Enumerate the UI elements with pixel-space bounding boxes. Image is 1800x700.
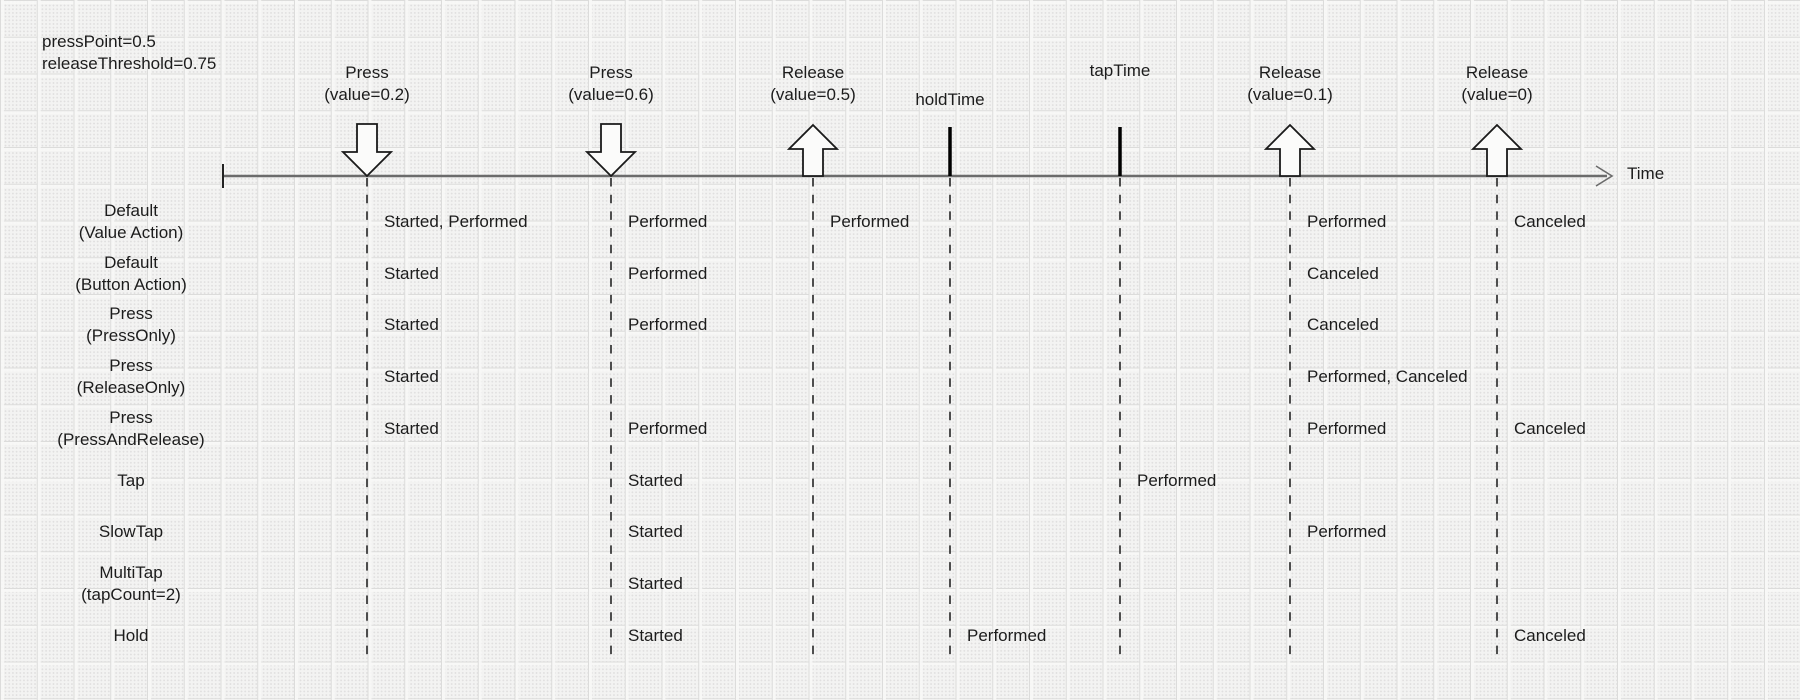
- state-cell-0-release1: Performed: [830, 212, 910, 231]
- state-cell-1-release2: Canceled: [1307, 264, 1379, 283]
- event-label-line: Press: [589, 63, 633, 82]
- state-cell-2-release2: Canceled: [1307, 315, 1379, 334]
- row-label-line: (Button Action): [75, 275, 187, 294]
- event-label-line: Release: [781, 63, 845, 82]
- state-cell-0-release2: Performed: [1307, 212, 1387, 231]
- state-cell-6-press2: Started: [628, 522, 683, 541]
- row-label-line: Press: [109, 408, 153, 427]
- state-cell-8-press2: Started: [628, 626, 683, 645]
- release-arrow-up-icon: [786, 123, 840, 177]
- event-label-line: Press: [345, 63, 389, 82]
- state-cell-4-release3: Canceled: [1514, 419, 1586, 438]
- state-cell-2-press1: Started: [384, 315, 439, 334]
- state-cell-4-release2: Performed: [1307, 419, 1387, 438]
- row-label-line: (ReleaseOnly): [76, 378, 186, 397]
- state-cell-1-press2: Performed: [628, 264, 708, 283]
- event-label-holdtime: holdTime: [830, 89, 1070, 111]
- event-label-line: (value=0.1): [1247, 85, 1333, 104]
- state-cell-0-press1: Started, Performed: [384, 212, 528, 231]
- state-cell-4-press1: Started: [384, 419, 439, 438]
- event-label-line: holdTime: [915, 90, 985, 109]
- state-cell-1-press1: Started: [384, 264, 439, 283]
- release-arrow-up-icon: [1263, 123, 1317, 177]
- event-label-taptime: tapTime: [1000, 60, 1240, 82]
- event-label-line: (value=0.6): [568, 85, 654, 104]
- press-arrow-down-icon: [584, 123, 638, 178]
- row-label-3: Press (ReleaseOnly): [0, 355, 262, 399]
- row-label-line: MultiTap: [99, 563, 163, 582]
- row-label-line: Tap: [117, 471, 145, 490]
- event-label-line: Release: [1465, 63, 1529, 82]
- row-label-8: Hold: [0, 625, 262, 647]
- event-label-line: (value=0.5): [770, 85, 856, 104]
- row-label-0: Default (Value Action): [0, 200, 262, 244]
- state-cell-2-press2: Performed: [628, 315, 708, 334]
- row-label-4: Press (PressAndRelease): [0, 407, 262, 451]
- row-label-line: Press: [109, 304, 153, 323]
- state-cell-0-press2: Performed: [628, 212, 708, 231]
- event-label-release3: Release (value=0): [1377, 62, 1617, 106]
- event-label-release1: Release (value=0.5): [693, 62, 933, 106]
- event-label-line: Release: [1258, 63, 1322, 82]
- event-label-press1: Press (value=0.2): [247, 62, 487, 106]
- press-point-value: pressPoint=0.5: [42, 32, 156, 51]
- row-label-line: Press: [109, 356, 153, 375]
- state-cell-7-press2: Started: [628, 574, 683, 593]
- state-cell-5-press2: Started: [628, 471, 683, 490]
- row-label-line: (Value Action): [78, 223, 184, 242]
- state-cell-8-release3: Canceled: [1514, 626, 1586, 645]
- state-cell-5-taptime: Performed: [1137, 471, 1217, 490]
- state-cell-3-release2: Performed, Canceled: [1307, 367, 1468, 386]
- time-axis-label: Time: [1627, 164, 1665, 183]
- event-label-line: (value=0.2): [324, 85, 410, 104]
- release-arrow-up-icon: [1470, 123, 1524, 177]
- row-label-line: SlowTap: [98, 522, 164, 541]
- press-arrow-down-icon: [340, 123, 394, 178]
- row-label-line: Hold: [113, 626, 149, 645]
- event-label-press2: Press (value=0.6): [491, 62, 731, 106]
- config-annotation: pressPoint=0.5 releaseThreshold=0.75: [42, 31, 216, 75]
- event-label-line: (value=0): [1461, 85, 1533, 104]
- row-label-line: (tapCount=2): [81, 585, 181, 604]
- row-label-line: (PressAndRelease): [57, 430, 205, 449]
- row-label-6: SlowTap: [0, 521, 262, 543]
- state-cell-6-release2: Performed: [1307, 522, 1387, 541]
- row-label-line: (PressOnly): [86, 326, 176, 345]
- event-label-release2: Release (value=0.1): [1170, 62, 1410, 106]
- event-label-line: tapTime: [1089, 61, 1151, 80]
- row-label-7: MultiTap (tapCount=2): [0, 562, 262, 606]
- row-label-line: Default: [104, 201, 158, 220]
- release-threshold-value: releaseThreshold=0.75: [42, 54, 217, 73]
- state-cell-0-release3: Canceled: [1514, 212, 1586, 231]
- state-cell-8-holdtime: Performed: [967, 626, 1047, 645]
- row-label-1: Default (Button Action): [0, 252, 262, 296]
- row-label-line: Default: [104, 253, 158, 272]
- state-cell-3-press1: Started: [384, 367, 439, 386]
- row-label-5: Tap: [0, 470, 262, 492]
- row-label-2: Press (PressOnly): [0, 303, 262, 347]
- state-cell-4-press2: Performed: [628, 419, 708, 438]
- time-axis-arrowhead-icon: [1595, 165, 1614, 187]
